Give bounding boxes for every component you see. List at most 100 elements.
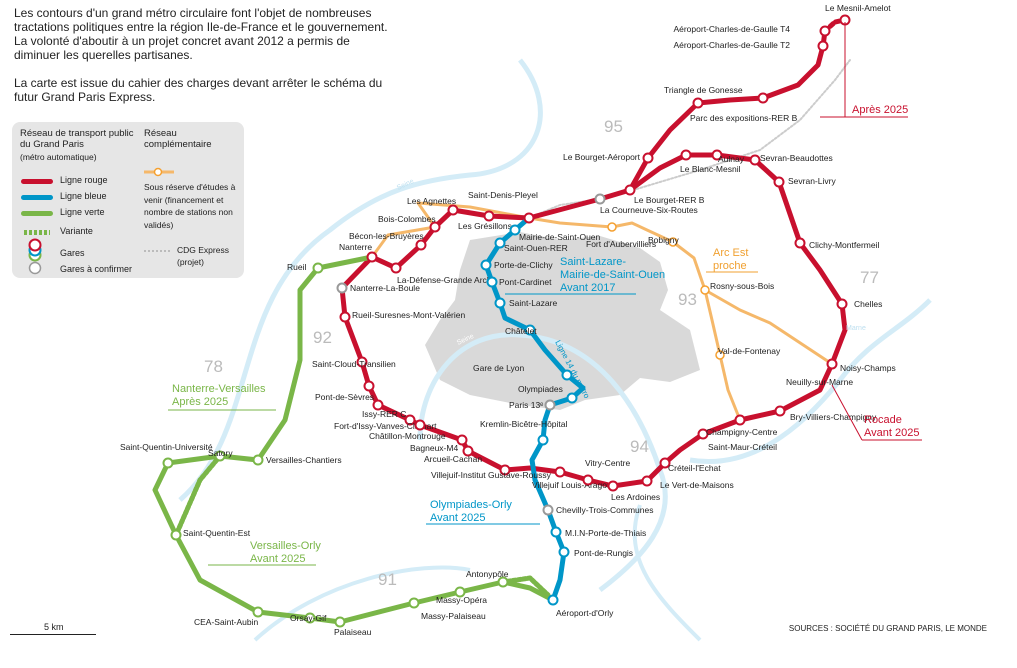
station-label-stcloud: Saint-Cloud-Transilien <box>312 359 396 369</box>
station-label-olympiades: Olympiades <box>518 384 563 394</box>
green-variant <box>500 575 551 598</box>
station-marker-clichyporte[interactable] <box>480 259 492 271</box>
station-marker-rueil[interactable] <box>312 262 324 274</box>
station-marker-vitry[interactable] <box>582 474 594 486</box>
station-marker-sdp[interactable] <box>523 212 535 224</box>
station-marker-massyopera[interactable] <box>454 586 466 598</box>
station-marker-chatelet[interactable] <box>524 324 536 336</box>
station-marker-laboule[interactable] <box>336 282 348 294</box>
station-marker-noisy[interactable] <box>826 358 838 370</box>
station-marker-paris13[interactable] <box>544 399 556 411</box>
station-marker-antony[interactable] <box>497 576 509 588</box>
station-marker-bry[interactable] <box>774 405 786 417</box>
station-marker-vertmaisons[interactable] <box>641 475 653 487</box>
station-label-massyopera: Massy-Opéra <box>436 595 487 605</box>
station-marker-min[interactable] <box>550 526 562 538</box>
station-marker-stcloud[interactable] <box>356 356 368 368</box>
station-marker-cardinet[interactable] <box>486 276 498 288</box>
dept-95: 95 <box>604 117 623 136</box>
station-label-chelles: Chelles <box>854 299 882 309</box>
station-marker-squ[interactable] <box>162 457 174 469</box>
river-label-marne: Marne <box>846 325 866 332</box>
station-marker-palaiseau[interactable] <box>334 616 346 628</box>
station-marker-chelles[interactable] <box>836 298 848 310</box>
station-label-paris13: Paris 13ᵉ <box>509 400 543 410</box>
station-label-fortauber: Fort d'Aubervilliers <box>586 239 656 249</box>
station-marker-courneuve[interactable] <box>594 193 606 205</box>
station-marker-cdg4[interactable] <box>819 25 831 37</box>
station-marker-rosny[interactable] <box>700 285 710 295</box>
station-marker-aragon[interactable] <box>554 466 566 478</box>
station-marker-creteil[interactable] <box>659 457 671 469</box>
station-marker-defense[interactable] <box>390 262 402 274</box>
station-marker-boiscol[interactable] <box>429 221 441 233</box>
station-label-nanterre: Nanterre <box>339 242 372 252</box>
station-marker-olympiades[interactable] <box>566 392 578 404</box>
station-marker-fortauber[interactable] <box>607 222 617 232</box>
station-marker-aulnay[interactable] <box>711 149 723 161</box>
annotation-rocade: Rocade <box>864 414 902 426</box>
station-marker-sevranl[interactable] <box>773 176 785 188</box>
station-marker-massypal[interactable] <box>408 597 420 609</box>
legend-subtitle: (métro automatique) <box>20 152 97 162</box>
station-label-stmaur: Saint-Maur-Créteil <box>708 442 777 452</box>
station-marker-parcexpo[interactable] <box>757 92 769 104</box>
station-marker-igr[interactable] <box>499 464 511 476</box>
station-marker-satory[interactable] <box>214 450 226 462</box>
legend-red-swatch <box>21 179 53 184</box>
paris-area <box>425 232 700 410</box>
station-marker-sevres[interactable] <box>363 380 375 392</box>
station-marker-rungis[interactable] <box>558 546 570 558</box>
station-label-bourgetrer: Le Bourget-RER B <box>634 195 705 205</box>
station-label-parcexpo: Parc des expositions-RER B <box>690 113 798 123</box>
annotation-rocade-date: Avant 2025 <box>864 427 919 439</box>
station-marker-versailles[interactable] <box>252 454 264 466</box>
station-marker-nanterre[interactable] <box>366 251 378 263</box>
blue-line <box>483 215 586 603</box>
station-marker-gonesse[interactable] <box>692 97 704 109</box>
station-label-sevres: Pont-de-Sèvres <box>315 392 374 402</box>
station-label-bourgetaero: Le Bourget-Aéroport <box>563 152 641 162</box>
station-label-clichy: Clichy-Montfermeil <box>809 240 879 250</box>
station-marker-blancmesnil[interactable] <box>680 149 692 161</box>
station-marker-suresnes[interactable] <box>339 311 351 323</box>
station-marker-bagneux[interactable] <box>456 434 468 446</box>
station-marker-sevranb[interactable] <box>749 154 761 166</box>
station-marker-stlazare[interactable] <box>494 297 506 309</box>
station-marker-gresillons[interactable] <box>483 210 495 222</box>
legend-cdg-swatch <box>144 250 170 252</box>
station-marker-issy[interactable] <box>372 399 384 411</box>
station-marker-becon[interactable] <box>415 239 427 251</box>
sources: SOURCES : SOCIÉTÉ DU GRAND PARIS, LE MON… <box>788 624 987 633</box>
annotation-nv-1: Nanterre-Versailles <box>172 383 266 395</box>
station-marker-cea[interactable] <box>252 606 264 618</box>
station-marker-cdg2[interactable] <box>817 40 829 52</box>
station-marker-bourgetaero[interactable] <box>642 152 654 164</box>
station-marker-clichy[interactable] <box>794 237 806 249</box>
station-marker-chevilly[interactable] <box>542 504 554 516</box>
station-marker-orly[interactable] <box>547 594 559 606</box>
intro-paragraph-2: La carte est issue du cahier des charges… <box>14 76 383 104</box>
station-marker-chatillon[interactable] <box>414 419 426 431</box>
station-marker-ardoines[interactable] <box>607 480 619 492</box>
annotation-nv-2: Après 2025 <box>172 396 228 408</box>
station-marker-mairiestouen[interactable] <box>509 224 521 236</box>
station-label-sevranb: Sevran-Beaudottes <box>760 153 833 163</box>
station-marker-valfont[interactable] <box>715 350 725 360</box>
station-marker-champigny[interactable] <box>734 414 746 426</box>
station-marker-fortissy[interactable] <box>404 414 416 426</box>
station-marker-orsay[interactable] <box>304 612 316 624</box>
station-marker-sqe[interactable] <box>170 529 182 541</box>
station-label-sqe: Saint-Quentin-Est <box>183 528 251 538</box>
station-marker-stouenrer[interactable] <box>494 237 506 249</box>
station-label-creteil: Créteil-l'Echat <box>668 463 721 473</box>
station-marker-kremlin[interactable] <box>537 434 549 446</box>
station-marker-garelyon[interactable] <box>561 369 573 381</box>
station-marker-agnettes[interactable] <box>447 204 459 216</box>
legend-blue-swatch <box>21 195 53 200</box>
station-marker-bourgetrer[interactable] <box>624 184 636 196</box>
station-marker-stmaur[interactable] <box>697 428 709 440</box>
station-label-bry: Bry-Villiers-Champigny <box>790 412 877 422</box>
station-marker-bobigny[interactable] <box>668 237 678 247</box>
station-marker-arcueil[interactable] <box>462 445 474 457</box>
